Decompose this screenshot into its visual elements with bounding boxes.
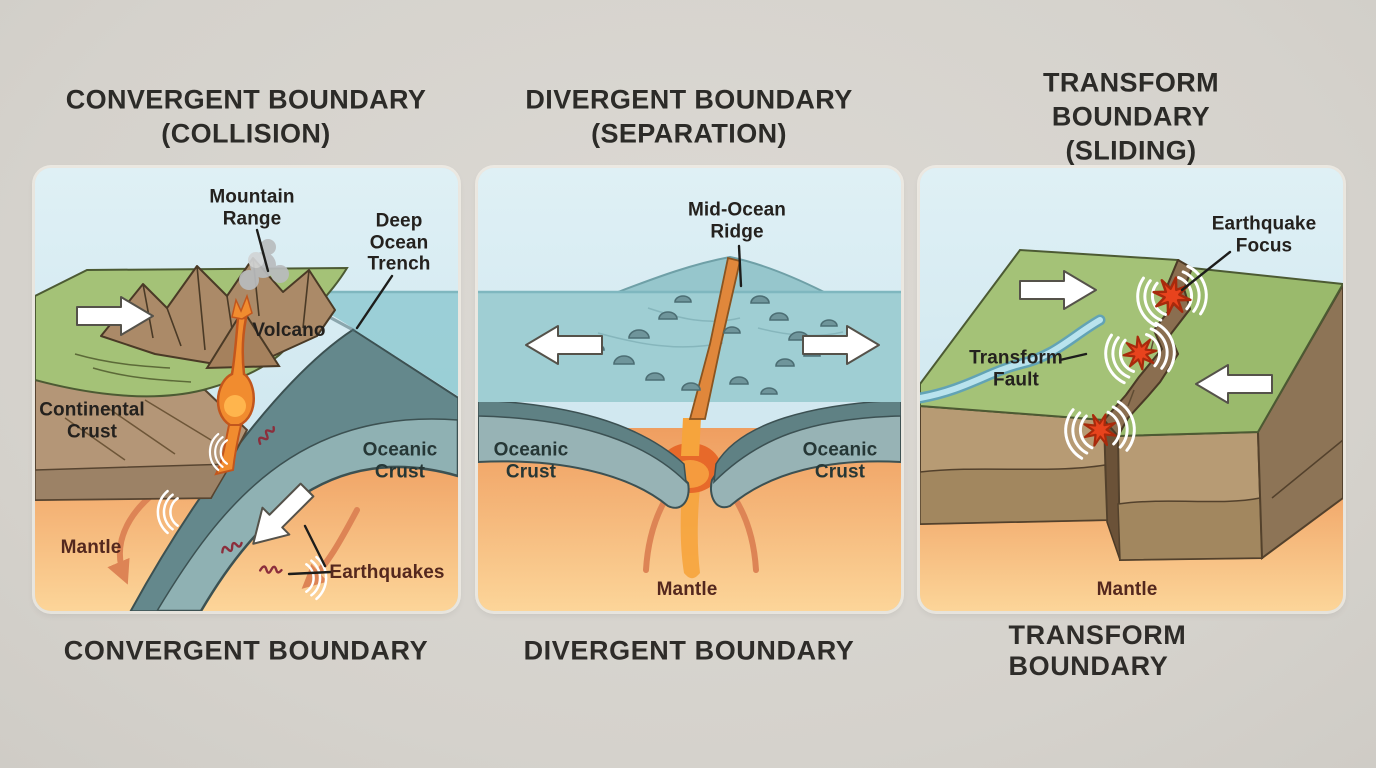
volcano bbox=[205, 239, 289, 476]
magma-conduit bbox=[214, 293, 255, 476]
leader-lines bbox=[1058, 250, 1232, 362]
label-mantle: Mantle bbox=[1096, 579, 1158, 601]
oceanic-crust-flanks bbox=[478, 399, 901, 509]
foothill-lines bbox=[74, 353, 192, 383]
smoke bbox=[239, 239, 289, 290]
title-divergent: DIVERGENT BOUNDARY (SEPARATION) bbox=[525, 84, 853, 148]
label-mid-ocean-ridge: Mid-Ocean Ridge bbox=[687, 199, 787, 242]
label-continental-crust: Continental Crust bbox=[39, 399, 145, 442]
divergent-illustration bbox=[478, 168, 901, 611]
label-mantle: Mantle bbox=[60, 537, 122, 559]
label-oceanic-crust: Oceanic Crust bbox=[362, 439, 438, 482]
caption-divergent: DIVERGENT BOUNDARY bbox=[523, 635, 855, 666]
sea-floor bbox=[478, 255, 901, 420]
panel-transform: Earthquake Focus Transform Fault Mantle bbox=[920, 168, 1343, 611]
label-mantle: Mantle bbox=[656, 579, 718, 601]
label-oceanic-crust-right: Oceanic Crust bbox=[802, 439, 878, 482]
title-convergent: CONVERGENT BOUNDARY (COLLISION) bbox=[65, 84, 427, 148]
river bbox=[920, 314, 1106, 404]
continental-crust-block bbox=[35, 378, 249, 502]
transform-illustration bbox=[920, 168, 1343, 611]
title-transform: TRANSFORM BOUNDARY (SLIDING) bbox=[1042, 67, 1220, 165]
panel-divergent: Mid-Ocean Ridge Oceanic Crust Oceanic Cr… bbox=[478, 168, 901, 611]
caption-convergent: CONVERGENT BOUNDARY bbox=[63, 635, 429, 666]
subducting-oceanic-plate bbox=[129, 328, 458, 611]
caption-transform: TRANSFORM BOUNDARY bbox=[1008, 620, 1187, 681]
label-earthquake-focus: Earthquake Focus bbox=[1211, 213, 1317, 256]
label-mountain-range: Mountain Range bbox=[209, 186, 295, 229]
convergent-illustration bbox=[35, 168, 458, 611]
panel-convergent: Mountain Range Deep Ocean Trench Volcano… bbox=[35, 168, 458, 611]
right-plate-block bbox=[1116, 266, 1343, 562]
label-deep-ocean-trench: Deep Ocean Trench bbox=[367, 210, 431, 275]
label-earthquakes: Earthquakes bbox=[329, 562, 445, 584]
pillow-basalt-bumps bbox=[587, 295, 838, 395]
label-oceanic-crust-left: Oceanic Crust bbox=[493, 439, 569, 482]
leader-lines bbox=[255, 228, 394, 576]
label-transform-fault: Transform Fault bbox=[969, 347, 1063, 390]
label-volcano: Volcano bbox=[252, 320, 326, 342]
leader-lines bbox=[737, 244, 743, 288]
